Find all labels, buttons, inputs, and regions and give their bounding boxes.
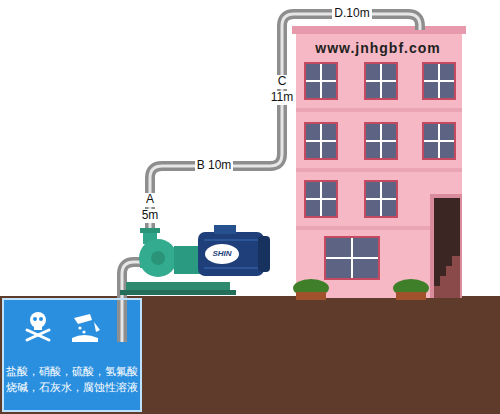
windows-part-part (422, 62, 456, 100)
windows-part-part (306, 140, 336, 142)
windows-part-part (306, 80, 336, 82)
windows-part-part (424, 64, 454, 98)
pipe-label: D.10m (332, 7, 371, 21)
windows-part-part (424, 80, 454, 82)
windows-part-part (304, 122, 338, 160)
pipe-part (122, 262, 146, 342)
windows-part-part (304, 62, 338, 100)
door (430, 194, 462, 298)
pump-part (140, 228, 160, 233)
pump-logo: SHIN (212, 249, 231, 258)
tank-label: 盐酸，硝酸，硫酸，氢氟酸 烧碱，石灰水，腐蚀性溶液 (6, 364, 138, 396)
windows-part (364, 180, 398, 218)
windows-part (422, 62, 456, 100)
building-part (296, 108, 462, 112)
pump-part (120, 290, 236, 295)
windows-part-part (326, 238, 378, 278)
windows-part-part (306, 64, 336, 98)
pipe-label: A (144, 193, 156, 207)
windows-part-part (364, 180, 398, 218)
ground (0, 296, 500, 414)
skull-icon-part (34, 325, 42, 330)
windows-part (364, 122, 398, 160)
bushes-part (396, 292, 426, 300)
pipe-length: 11m (269, 91, 295, 105)
windows-part-part (306, 182, 336, 216)
windows-part-part (326, 257, 378, 259)
corrosive-icon-part (78, 326, 81, 329)
pump (120, 225, 270, 295)
skull-icon-part (27, 330, 49, 340)
corrosive-icon-part (74, 314, 92, 324)
windows-part-part (422, 122, 456, 160)
pipe-label: B 10m (195, 159, 234, 173)
pipe-part (122, 262, 146, 342)
pump-part (258, 236, 270, 272)
building-part (296, 168, 462, 172)
bushes (293, 279, 429, 300)
windows-part (422, 122, 456, 160)
windows-part (364, 62, 398, 100)
windows-part-part (364, 62, 398, 100)
pipe-length: 5m (140, 209, 161, 223)
windows-part (304, 122, 338, 160)
door-part (434, 198, 460, 298)
pump-part (204, 267, 258, 269)
corrosive-icon (72, 314, 100, 342)
pump-part (204, 239, 258, 241)
skull-icon (27, 312, 49, 340)
windows-part-part (306, 198, 336, 200)
skull-icon-part (33, 317, 37, 321)
pump-part (214, 225, 236, 234)
windows-part-part (364, 122, 398, 160)
windows-part-part (366, 198, 396, 200)
windows-part (304, 62, 338, 100)
building-part (292, 26, 466, 34)
windows-part-part (424, 124, 454, 158)
windows-part-part (366, 64, 396, 98)
corrosive-icon-part (94, 322, 100, 332)
windows-part-part (366, 182, 396, 216)
windows-part-part (424, 140, 454, 142)
windows-part-part (306, 124, 336, 158)
windows-part (304, 180, 338, 218)
building-part (296, 30, 462, 298)
website-url: www.jnhgbf.com (315, 40, 440, 56)
windows-part-part (304, 180, 338, 218)
windows-part-part (366, 80, 396, 82)
door-part (430, 194, 462, 298)
corrosive-icon-part (72, 335, 98, 342)
door-part (434, 256, 460, 298)
bushes-part (296, 292, 326, 300)
tank-box: 盐酸，硝酸，硫酸，氢氟酸 烧碱，石灰水，腐蚀性溶液 (2, 298, 142, 412)
windows-part-part (366, 140, 396, 142)
building (292, 26, 466, 298)
pump-part (205, 244, 239, 264)
windows-part-part (366, 124, 396, 158)
corrosive-icon-part (82, 330, 85, 333)
windows-part (324, 236, 380, 280)
skull-icon-part (27, 330, 49, 340)
pump-part (174, 246, 202, 274)
pump-part (198, 232, 264, 276)
skull-icon-part (39, 317, 43, 321)
pump-part (151, 251, 165, 265)
windows-part-part (324, 236, 380, 280)
pipe-label: C (276, 75, 289, 89)
ground-part (0, 296, 500, 414)
pump-part (139, 239, 177, 277)
